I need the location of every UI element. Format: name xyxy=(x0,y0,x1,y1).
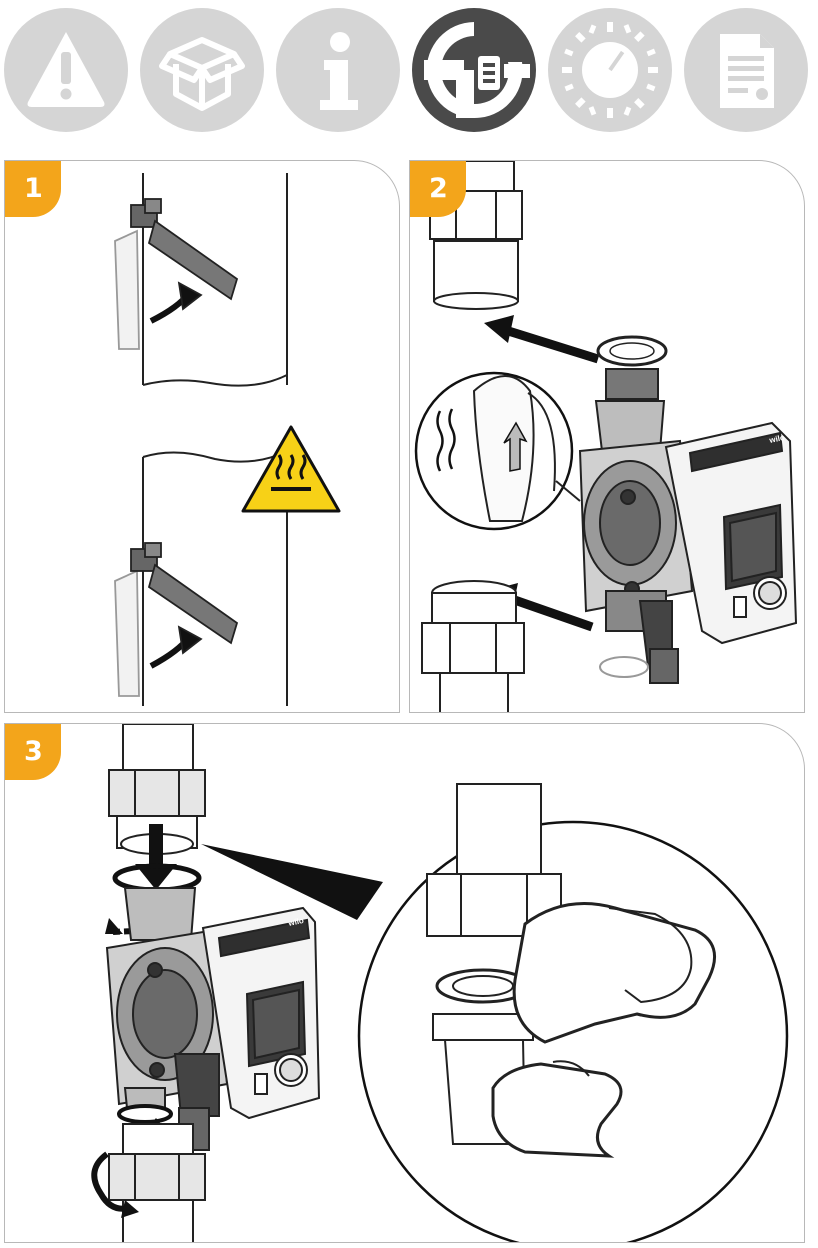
lower-pipe-connection xyxy=(108,1123,206,1242)
nav-settings[interactable] xyxy=(548,8,672,132)
chapter-navigation xyxy=(0,0,818,140)
close-valves-illustration xyxy=(114,173,341,706)
package-icon xyxy=(159,37,245,111)
warning-icon xyxy=(27,32,105,107)
seal-ring-lower xyxy=(599,656,649,678)
remove-pump-illustration: wilo xyxy=(414,161,798,712)
step-number: 2 xyxy=(429,173,448,204)
hot-fluid-warning-detail xyxy=(414,371,581,531)
install-pump-illustration: wilo xyxy=(91,724,789,1242)
step-3-panel: 3 xyxy=(4,723,805,1243)
remove-arrow-upper xyxy=(484,315,600,364)
insert-arrow-down xyxy=(135,824,177,890)
step-badge: 3 xyxy=(5,724,61,780)
nav-warning[interactable] xyxy=(4,8,128,132)
nav-info[interactable] xyxy=(276,8,400,132)
hot-surface-warning-icon xyxy=(241,425,341,513)
step-number: 3 xyxy=(24,736,43,767)
settings-dial-icon xyxy=(562,22,658,118)
wrench-tightening-detail xyxy=(357,783,789,1242)
document-icon xyxy=(720,34,774,108)
step-badge: 2 xyxy=(410,161,466,217)
lower-pipe-connection xyxy=(421,580,525,712)
circulator-pump xyxy=(105,887,321,1151)
brand-logo: wilo xyxy=(287,916,305,928)
upper-pipe-connection xyxy=(108,724,206,855)
step-1-panel: 1 xyxy=(4,160,400,713)
step-2-panel: 2 xyxy=(409,160,805,713)
brand-logo: wilo xyxy=(768,433,786,445)
step-badge: 1 xyxy=(5,161,61,217)
nav-installation[interactable] xyxy=(412,8,536,132)
step-number: 1 xyxy=(24,173,43,204)
nav-package[interactable] xyxy=(140,8,264,132)
shutoff-valve-upper xyxy=(114,198,239,350)
installation-icon xyxy=(424,22,530,118)
nav-document[interactable] xyxy=(684,8,808,132)
shutoff-valve-lower xyxy=(114,542,239,697)
circulator-pump xyxy=(578,368,798,684)
tighten-arrow-lower xyxy=(91,1151,139,1218)
info-icon xyxy=(320,32,358,110)
